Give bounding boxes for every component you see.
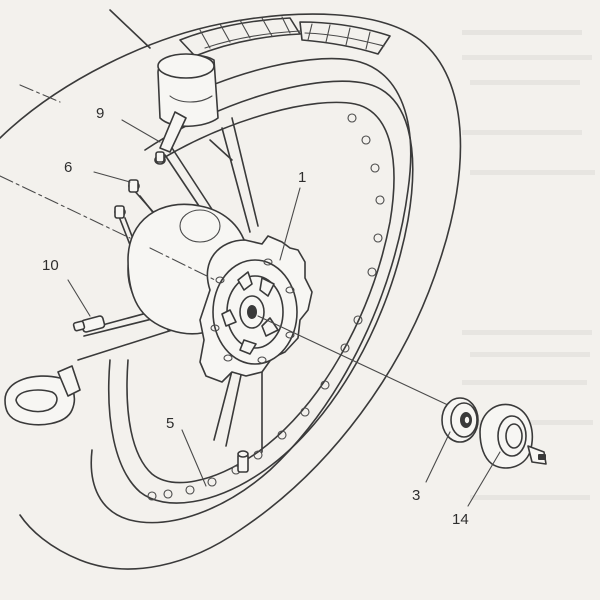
callout-10: 10 — [42, 257, 59, 274]
tire-inner — [90, 57, 412, 524]
callout-14: 14 — [452, 511, 469, 528]
callout-5: 5 — [166, 415, 174, 432]
callout-9: 9 — [96, 105, 104, 122]
hub-windows — [221, 271, 279, 355]
tire-tool — [4, 365, 81, 426]
tire-outer — [0, 13, 462, 570]
spoke-nipples — [147, 113, 385, 501]
rim-band-clamp — [109, 9, 219, 153]
speedo-housing-part-14 — [479, 403, 547, 469]
axle-centerline — [0, 175, 216, 281]
rim-inner — [126, 101, 395, 484]
axle-line-front — [257, 315, 451, 407]
top-ref-line — [19, 84, 61, 103]
bleed-through — [462, 30, 595, 500]
callout-3: 3 — [412, 487, 420, 504]
callout-1: 1 — [298, 169, 306, 186]
leader-lines — [67, 119, 501, 507]
hub-bolt-holes — [210, 258, 295, 364]
tire-tread — [179, 16, 391, 57]
hub-flange — [199, 235, 313, 383]
spoke-ends — [114, 151, 166, 219]
callout-6: 6 — [64, 159, 72, 176]
bearing-part-3 — [441, 397, 479, 443]
valve-stem — [72, 315, 106, 333]
rim-valve — [237, 450, 249, 473]
rim-outer — [107, 80, 414, 504]
callout-numbers: 9 6 10 1 5 3 14 — [42, 105, 469, 528]
